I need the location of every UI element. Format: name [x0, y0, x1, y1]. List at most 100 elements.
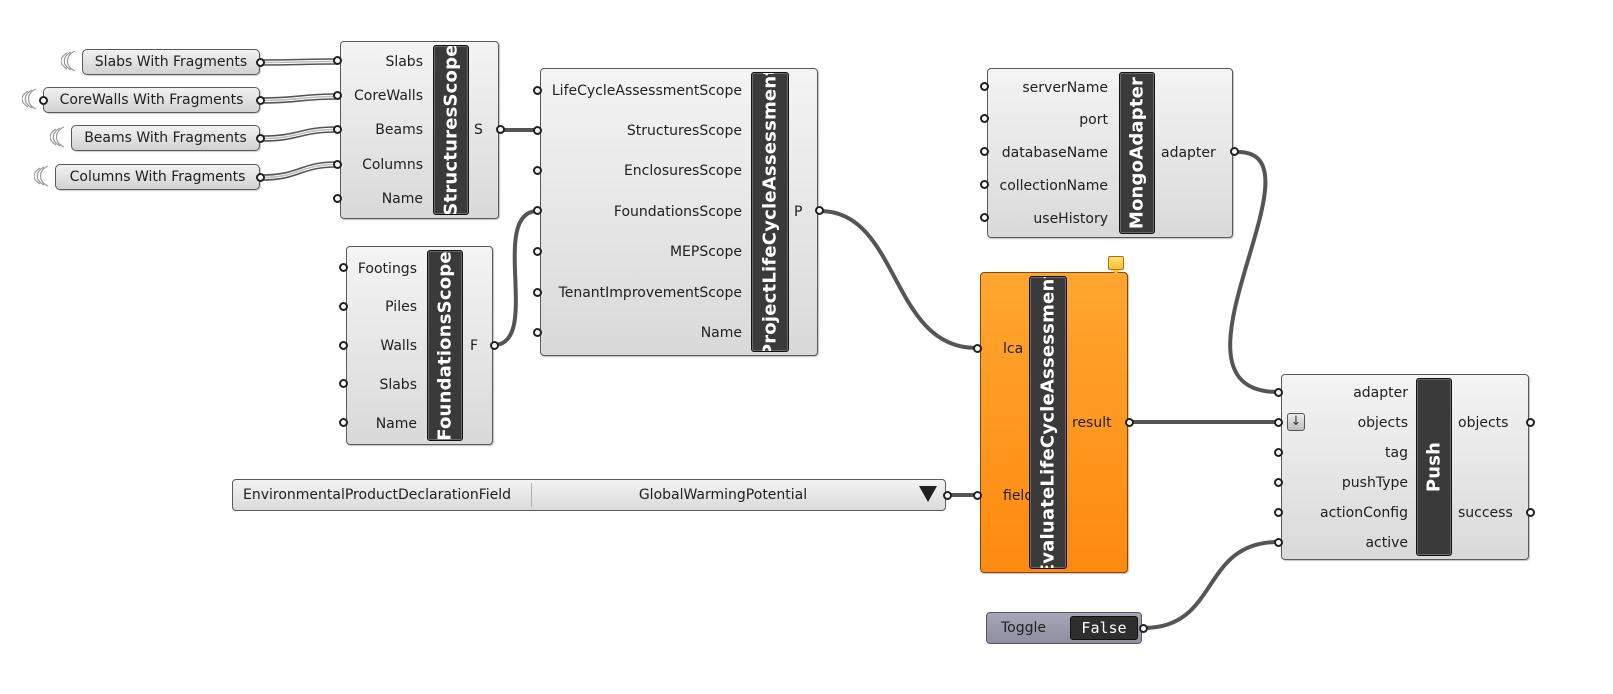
input-corewalls-with-fragments[interactable]: CoreWalls With Fragments	[43, 87, 260, 113]
input-slabs-with-fragments[interactable]: Slabs With Fragments	[82, 49, 260, 75]
input-port[interactable]	[980, 114, 989, 123]
toggle-label: Toggle	[1001, 620, 1047, 636]
output-s: S	[474, 122, 483, 138]
param-database-name: databaseName	[1001, 145, 1108, 161]
boolean-toggle[interactable]: Toggle False	[986, 612, 1142, 644]
output-port[interactable]	[490, 341, 499, 350]
param-lca: lca	[1003, 341, 1024, 357]
param-name: Name	[381, 191, 423, 207]
message-balloon-icon[interactable]	[1108, 256, 1124, 274]
toggle-value[interactable]: False	[1070, 616, 1138, 640]
input-port[interactable]	[533, 288, 542, 297]
input-columns-with-fragments[interactable]: Columns With Fragments	[55, 164, 260, 190]
input-beams-with-fragments[interactable]: Beams With Fragments	[71, 125, 260, 151]
input-port[interactable]	[980, 180, 989, 189]
input-port[interactable]	[1274, 538, 1283, 547]
output-port[interactable]	[256, 134, 265, 143]
output-port[interactable]	[1526, 508, 1535, 517]
value-list-epd-field[interactable]: EnvironmentalProductDeclarationField Glo…	[232, 479, 946, 511]
param-push-type: pushType	[1341, 475, 1408, 491]
input-port[interactable]	[339, 418, 348, 427]
input-port[interactable]	[333, 91, 342, 100]
push-component[interactable]: adapter objects tag pushType actionConfi…	[1281, 374, 1529, 560]
input-port[interactable]	[39, 96, 48, 105]
input-label: Beams With Fragments	[84, 130, 247, 146]
value-list-divider	[531, 483, 532, 507]
param-walls: Walls	[380, 338, 417, 354]
input-port[interactable]	[333, 160, 342, 169]
input-port[interactable]	[1274, 448, 1283, 457]
wire-adapter	[1228, 150, 1280, 394]
input-port[interactable]	[533, 126, 542, 135]
component-nickname: FoundationsScope	[427, 250, 463, 441]
output-adapter: adapter	[1161, 145, 1216, 161]
output-port[interactable]	[943, 491, 952, 500]
value-list-name: EnvironmentalProductDeclarationField	[243, 487, 512, 503]
param-slabs: Slabs	[379, 377, 417, 393]
output-port[interactable]	[1139, 624, 1148, 633]
ripple-icon	[22, 88, 37, 110]
wire-beams	[261, 126, 337, 142]
output-port[interactable]	[496, 125, 505, 134]
input-port[interactable]	[533, 166, 542, 175]
input-label: Slabs With Fragments	[94, 54, 248, 70]
output-port[interactable]	[815, 206, 824, 215]
output-f: F	[470, 338, 479, 354]
input-port[interactable]	[339, 379, 348, 388]
param-port: port	[1079, 112, 1108, 128]
input-port[interactable]	[533, 328, 542, 337]
param-ti-scope: TenantImprovementScope	[558, 285, 742, 301]
param-objects: objects	[1357, 415, 1408, 431]
down-arrow-icon[interactable]: ↓	[1287, 413, 1305, 431]
value-list-selected[interactable]: GlobalWarmingPotential	[638, 487, 808, 503]
input-port[interactable]	[1274, 418, 1283, 427]
wire-columns	[261, 161, 337, 181]
output-port[interactable]	[1125, 418, 1134, 427]
wire-corewalls	[261, 93, 337, 104]
input-port[interactable]	[533, 86, 542, 95]
input-port[interactable]	[339, 263, 348, 272]
component-nickname: Push	[1416, 378, 1452, 556]
structures-scope-component[interactable]: Slabs CoreWalls Beams Columns Name Struc…	[340, 41, 499, 219]
wire-foundations	[494, 209, 538, 347]
input-port[interactable]	[1274, 478, 1283, 487]
input-port[interactable]	[1274, 508, 1283, 517]
param-columns: Columns	[362, 157, 423, 173]
input-port[interactable]	[339, 341, 348, 350]
foundations-scope-component[interactable]: Footings Piles Walls Slabs Name Foundati…	[346, 246, 493, 445]
mongo-adapter-component[interactable]: serverName port databaseName collectionN…	[987, 68, 1233, 238]
input-port[interactable]	[339, 302, 348, 311]
param-lca-scope: LifeCycleAssessmentScope	[551, 83, 742, 99]
input-port[interactable]	[333, 194, 342, 203]
input-port[interactable]	[333, 125, 342, 134]
input-port[interactable]	[533, 206, 542, 215]
param-adapter: adapter	[1353, 385, 1408, 401]
output-port[interactable]	[256, 58, 265, 67]
input-port[interactable]	[973, 491, 982, 500]
triangle-down-icon[interactable]	[919, 486, 937, 502]
output-p: P	[794, 204, 803, 220]
output-port[interactable]	[1526, 418, 1535, 427]
ripple-icon	[50, 126, 65, 148]
param-enclosures-scope: EnclosuresScope	[623, 163, 742, 179]
output-port[interactable]	[256, 173, 265, 182]
component-nickname: MongoAdapter	[1119, 72, 1155, 234]
evaluate-lca-component[interactable]: lca field EvaluateLifeCycleAssessment re…	[980, 272, 1128, 573]
input-label: CoreWalls With Fragments	[59, 92, 244, 108]
project-lca-component[interactable]: LifeCycleAssessmentScope StructuresScope…	[540, 68, 818, 356]
input-port[interactable]	[980, 213, 989, 222]
input-port[interactable]	[333, 56, 342, 65]
input-port[interactable]	[533, 247, 542, 256]
input-label: Columns With Fragments	[69, 169, 246, 185]
param-structures-scope: StructuresScope	[626, 123, 742, 139]
output-port[interactable]	[1230, 147, 1239, 156]
output-port[interactable]	[256, 96, 265, 105]
param-mep-scope: MEPScope	[669, 244, 742, 260]
input-port[interactable]	[980, 82, 989, 91]
input-port[interactable]	[973, 344, 982, 353]
input-port[interactable]	[1274, 388, 1283, 397]
output-success: success	[1458, 505, 1513, 521]
input-port[interactable]	[980, 147, 989, 156]
